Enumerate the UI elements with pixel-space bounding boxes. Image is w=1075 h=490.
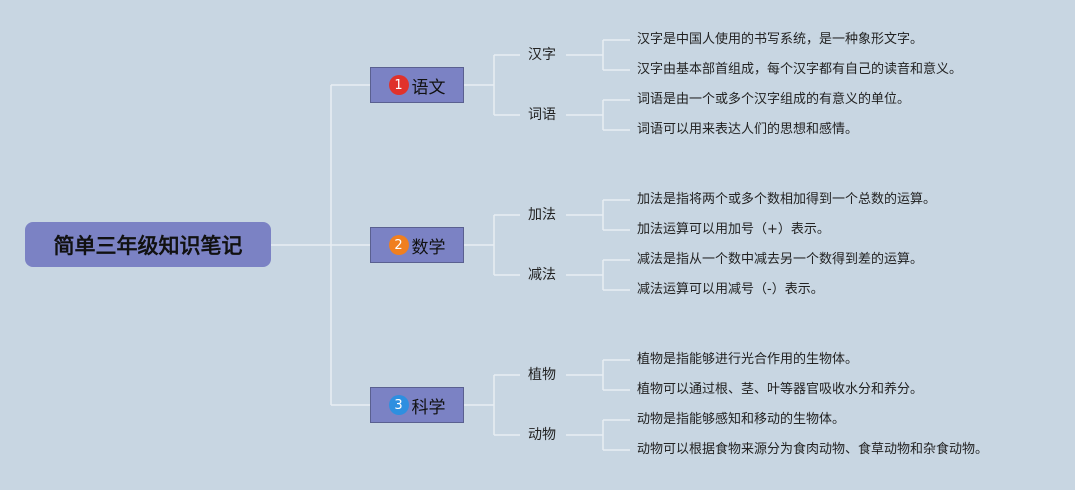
note-text[interactable]: 动物可以根据食物来源分为食肉动物、食草动物和杂食动物。	[637, 442, 989, 457]
note-text[interactable]: 植物是指能够进行光合作用的生物体。	[637, 352, 859, 367]
number-badge-icon: 3	[388, 395, 409, 415]
note-text[interactable]: 加法是指将两个或多个数相加得到一个总数的运算。	[637, 192, 937, 207]
note-text[interactable]: 植物可以通过根、茎、叶等器官吸收水分和养分。	[637, 382, 924, 397]
root-title: 简单三年级知识笔记	[53, 233, 243, 258]
note-text[interactable]: 动物是指能够感知和移动的生物体。	[637, 412, 846, 427]
subject-label: 科学	[411, 397, 446, 418]
note-text[interactable]: 减法是指从一个数中减去另一个数得到差的运算。	[637, 252, 924, 267]
note-text[interactable]: 汉字由基本部首组成，每个汉字都有自己的读音和意义。	[637, 62, 963, 77]
note-text[interactable]: 减法运算可以用减号（-）表示。	[637, 282, 824, 297]
topic-label[interactable]: 词语	[528, 107, 556, 123]
topic-label[interactable]: 加法	[528, 207, 556, 223]
note-text[interactable]: 加法运算可以用加号（+）表示。	[637, 222, 830, 237]
topic-label[interactable]: 减法	[528, 267, 556, 283]
note-text[interactable]: 汉字是中国人使用的书写系统，是一种象形文字。	[637, 32, 924, 47]
number-badge-icon: 2	[388, 235, 409, 255]
note-text[interactable]: 词语可以用来表达人们的思想和感情。	[637, 122, 859, 137]
number-badge-icon: 1	[388, 75, 409, 95]
topic-label[interactable]: 植物	[528, 367, 556, 383]
topic-label[interactable]: 汉字	[528, 47, 556, 63]
topic-label[interactable]: 动物	[528, 427, 556, 443]
note-text[interactable]: 词语是由一个或多个汉字组成的有意义的单位。	[637, 92, 911, 107]
subject-label: 语文	[411, 77, 446, 98]
root-node[interactable]: 简单三年级知识笔记	[25, 222, 271, 267]
subject-label: 数学	[411, 237, 446, 258]
